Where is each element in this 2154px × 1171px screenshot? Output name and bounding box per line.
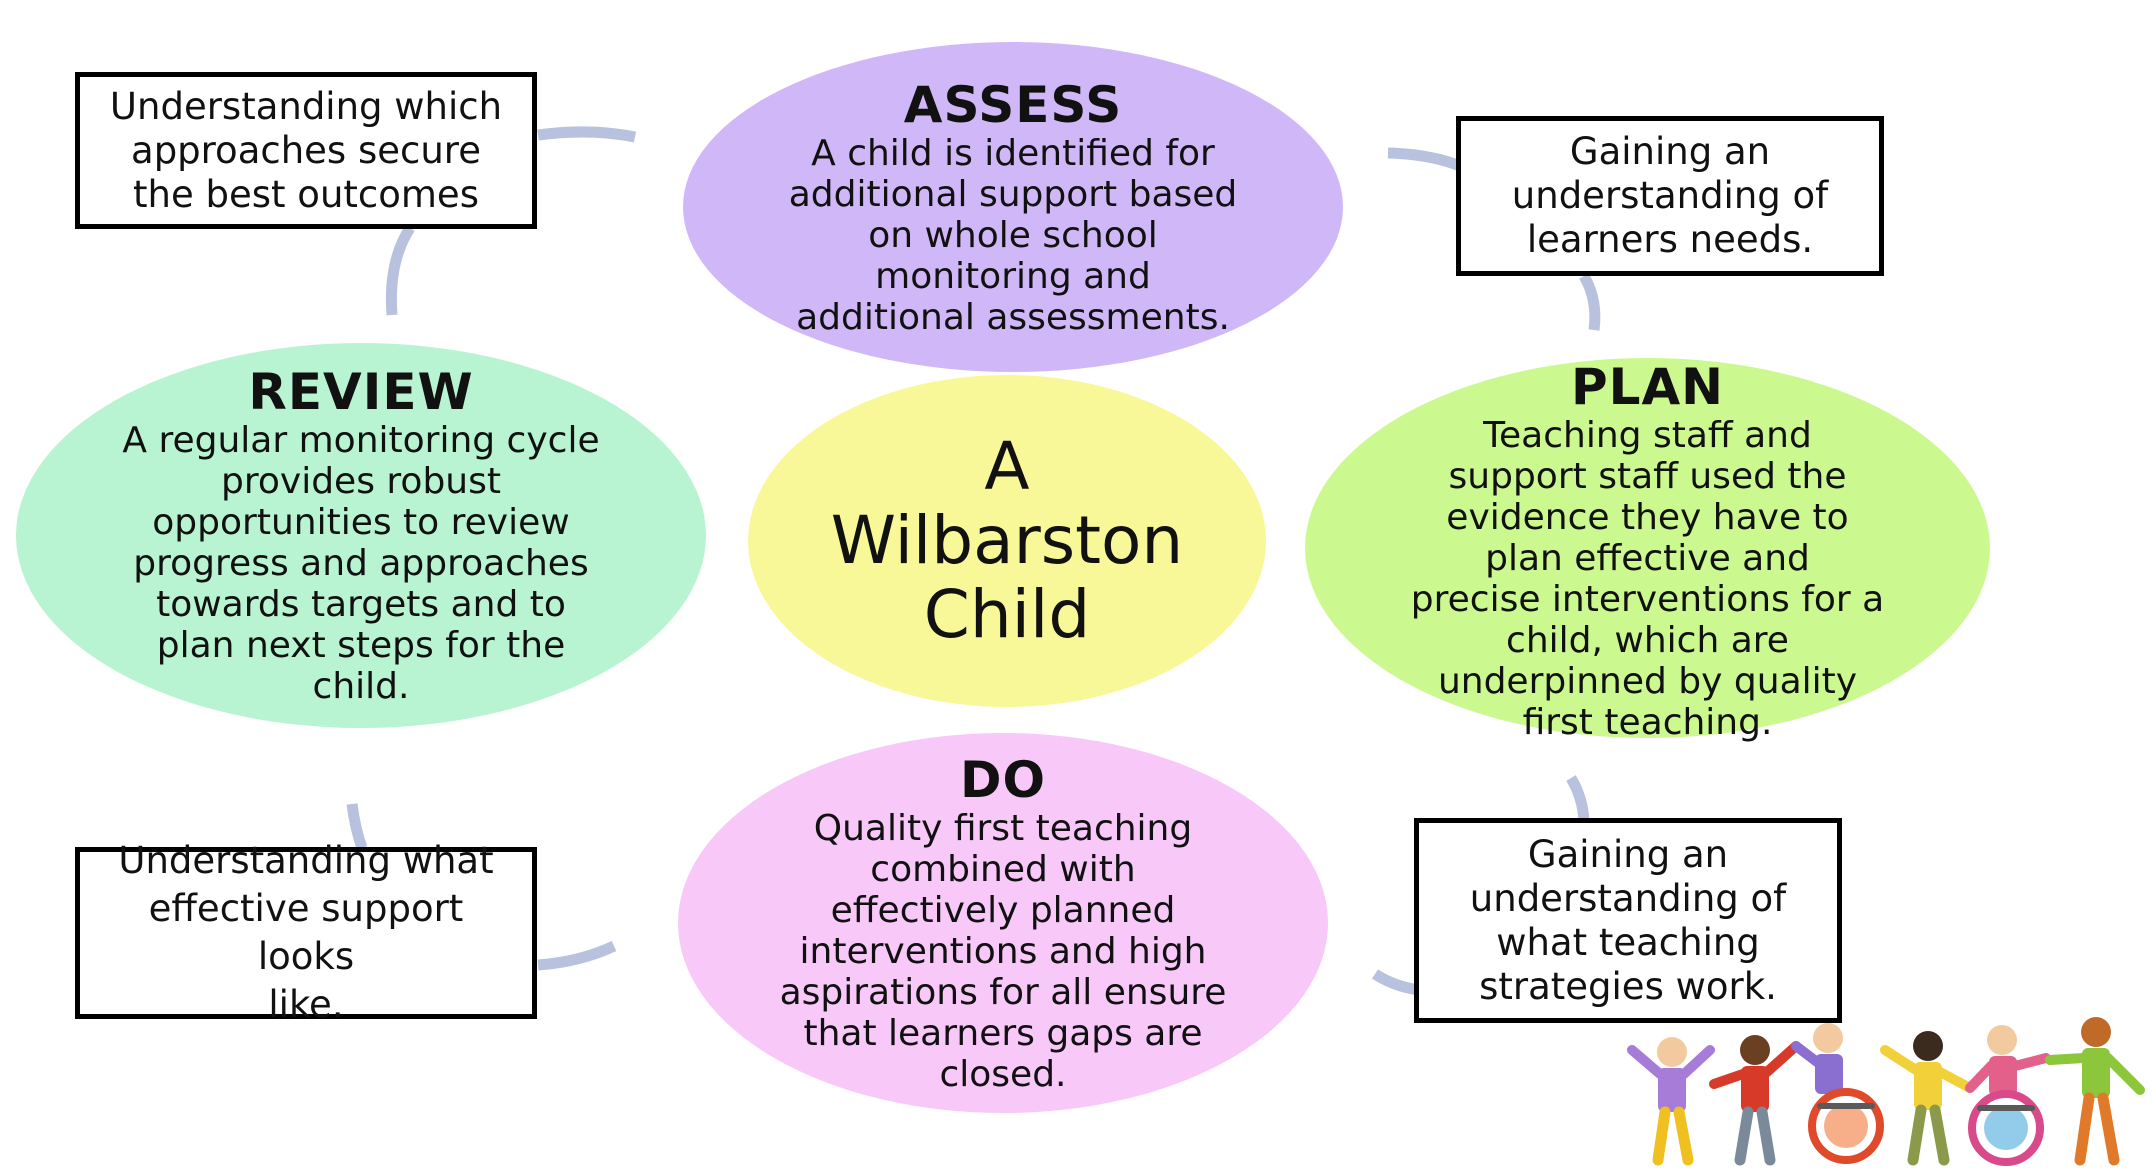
note-line: Understanding which	[109, 84, 503, 128]
plan-line: plan effective and	[1485, 538, 1810, 579]
connector-arc-top-right-horizontal	[1387, 147, 1463, 172]
connector-arc-top-left-horizontal	[537, 126, 637, 143]
review-line: provides robust	[221, 461, 501, 502]
connector-arcs	[346, 126, 1601, 996]
note-line: understanding of	[1469, 876, 1787, 920]
connector-arc-top-left-vertical	[385, 225, 415, 316]
review-line: progress and approaches	[133, 543, 589, 584]
note-top-left-text: Understanding which approaches secure th…	[110, 85, 502, 217]
note-line: learners needs.	[1526, 218, 1814, 261]
assess-description: A child is identified for additional sup…	[789, 133, 1238, 338]
review-description: A regular monitoring cycle provides robu…	[122, 420, 599, 707]
child-figure	[1965, 1025, 2051, 1166]
plan-line: precise interventions for a	[1410, 579, 1885, 620]
assess-ellipse: ASSESS A child is identified for additio…	[683, 42, 1343, 372]
plan-ellipse: PLAN Teaching staff and support staff us…	[1305, 358, 1990, 743]
note-top-right: Gaining an understanding of learners nee…	[1456, 116, 1884, 276]
note-line: approaches secure	[131, 128, 481, 172]
child-figure	[1791, 1023, 1884, 1164]
do-line: effectively planned	[830, 889, 1176, 931]
plan-line: first teaching.	[1522, 702, 1773, 743]
note-line: understanding of	[1511, 174, 1829, 217]
plan-description: Teaching staff and support staff used th…	[1411, 415, 1884, 743]
child-figure	[1627, 1037, 1715, 1166]
note-bottom-left-text: Understanding what effective support loo…	[98, 837, 514, 1029]
assess-line: additional support based	[788, 173, 1238, 215]
center-line: A	[984, 428, 1030, 505]
review-line: plan next steps for the	[156, 625, 566, 666]
note-line: Gaining an	[1527, 832, 1729, 876]
do-line: interventions and high	[799, 930, 1207, 972]
note-line: Gaining an	[1569, 130, 1771, 173]
children-figures	[1627, 1017, 2145, 1166]
center-line: Child	[923, 576, 1091, 653]
assess-line: additional assessments.	[796, 296, 1230, 338]
review-ellipse: REVIEW A regular monitoring cycle provid…	[16, 343, 706, 728]
note-top-left: Understanding which approaches secure th…	[75, 72, 537, 229]
assess-line: on whole school	[868, 214, 1158, 256]
plan-line: child, which are	[1506, 620, 1789, 661]
center-label: A Wilbarston Child	[831, 430, 1183, 652]
connector-arc-bottom-right-vertical	[1566, 775, 1590, 823]
note-bottom-right: Gaining an understanding of what teachin…	[1414, 818, 1842, 1023]
do-ellipse: DO Quality first teaching combined with …	[678, 733, 1328, 1113]
center-line: Wilbarston	[830, 502, 1184, 579]
child-figure	[2045, 1017, 2145, 1166]
children-holding-hands-icon	[1627, 1017, 2145, 1166]
plan-line: support staff used the	[1448, 456, 1847, 497]
note-line: like.	[268, 983, 344, 1026]
note-bottom-right-text: Gaining an understanding of what teachin…	[1470, 833, 1786, 1009]
connector-arc-bottom-left-horizontal	[537, 941, 617, 971]
assess-line: A child is identified for	[811, 132, 1215, 174]
plan-line: underpinned by quality	[1437, 661, 1858, 702]
center-ellipse: A Wilbarston Child	[748, 375, 1266, 707]
child-figure	[1880, 1031, 1975, 1166]
do-line: that learners gaps are	[803, 1012, 1203, 1054]
review-title: REVIEW	[248, 363, 474, 421]
plan-title: PLAN	[1570, 358, 1725, 416]
note-line: Understanding what	[118, 839, 494, 882]
do-description: Quality first teaching combined with eff…	[780, 808, 1227, 1095]
assess-title: ASSESS	[903, 75, 1123, 134]
note-line: effective support looks	[148, 887, 464, 978]
plan-line: Teaching staff and	[1483, 415, 1812, 456]
assess-line: monitoring and	[875, 255, 1151, 297]
review-line: child.	[312, 666, 410, 707]
note-line: the best outcomes	[133, 172, 479, 216]
connector-arc-bottom-left-vertical	[346, 803, 368, 850]
review-line: towards targets and to	[156, 584, 566, 625]
connector-arc-top-right-vertical	[1579, 273, 1601, 331]
do-title: DO	[959, 750, 1046, 809]
note-line: strategies work.	[1479, 964, 1777, 1008]
plan-line: evidence they have to	[1446, 497, 1849, 538]
note-line: what teaching	[1496, 920, 1760, 964]
do-line: aspirations for all ensure	[779, 971, 1227, 1013]
review-line: A regular monitoring cycle	[122, 420, 600, 461]
do-line: Quality first teaching	[813, 807, 1193, 849]
do-line: closed.	[939, 1053, 1067, 1095]
note-top-right-text: Gaining an understanding of learners nee…	[1512, 130, 1828, 262]
review-line: opportunities to review	[152, 502, 570, 543]
do-line: combined with	[870, 848, 1136, 890]
note-bottom-left: Understanding what effective support loo…	[75, 839, 537, 1026]
child-figure	[1709, 1035, 1801, 1166]
